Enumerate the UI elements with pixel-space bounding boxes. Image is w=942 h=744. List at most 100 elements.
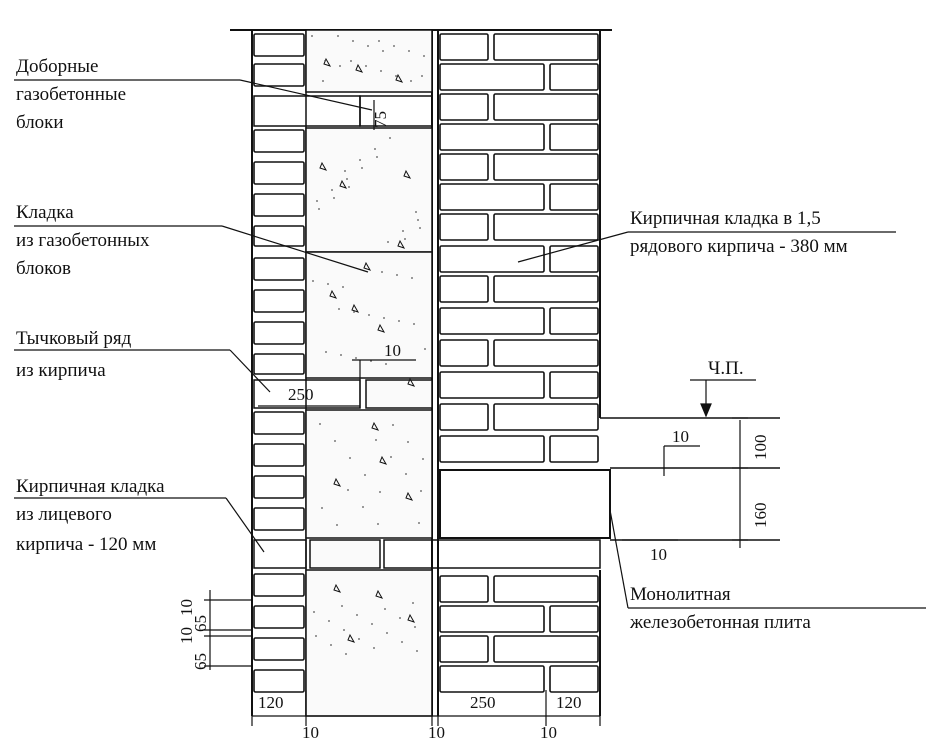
aggregate-dot [339,65,341,67]
inner-brick [549,371,599,399]
aggregate-dot [390,456,392,458]
aggregate-dot [325,351,327,353]
aggregate-dot [408,50,410,52]
inner-brick [493,635,599,663]
aggregate-dot [355,357,357,359]
aggregate-dot [423,55,425,57]
aggregate-dot [337,35,339,37]
monolithic-slab [439,469,611,539]
dim-10-left-1: 10 [177,599,196,616]
facing-brick [253,129,305,153]
aggregate-mark [397,239,406,249]
aggregate-dot [345,653,347,655]
aggregate-dot [367,45,369,47]
aggregate-mark [407,613,416,623]
facing-brick [253,33,305,57]
inner-brick [549,245,599,273]
label-aerated-1: Кладка [16,202,74,223]
dim-75: 75 [371,111,390,128]
dim-10-left-2: 10 [177,627,196,644]
dim-250-bottom: 250 [470,693,496,712]
aggregate-dot [312,280,314,282]
aerated-block [305,409,433,539]
inner-brick [493,33,599,61]
aggregate-dot [352,40,354,42]
aggregate-dot [343,629,345,631]
aggregate-dot [333,197,335,199]
inner-brick [549,665,599,693]
aggregate-dot [318,208,320,210]
inner-brick [439,123,545,151]
aggregate-dot [398,320,400,322]
inner-brick [549,605,599,633]
facing-brick [253,507,305,531]
aggregate-dot [379,491,381,493]
aggregate-dot [424,348,426,350]
aggregate-mark [355,63,364,73]
aggregate-dot [336,524,338,526]
label-facing-1: Кирпичная кладка [16,476,165,497]
dim-120-right: 120 [556,693,582,712]
aggregate-dot [411,277,413,279]
aggregate-dot [311,35,313,37]
facing-brick [253,193,305,217]
aggregate-mark [375,589,384,599]
aggregate-dot [419,227,421,229]
aggregate-dot [373,647,375,649]
aggregate-mark [329,289,338,299]
inner-brick [439,371,545,399]
label-header-row-1: Тычковый ряд [16,328,132,349]
aggregate-dot [346,178,348,180]
aggregate-dot [421,75,423,77]
inner-brick [493,275,599,303]
aggregate-mark [395,73,404,83]
header-brick [365,379,433,409]
facing-brick [253,573,305,597]
facing-brick [253,475,305,499]
aggregate-dot [393,45,395,47]
aggregate-mark [405,491,414,501]
inner-brick-wall [439,33,599,693]
inner-brick [493,213,599,241]
aggregate-dot [371,623,373,625]
aggregate-dot [347,489,349,491]
aggregate-dot [396,274,398,276]
inner-brick [439,575,489,603]
aggregate-dot [341,605,343,607]
aggregate-mark [363,261,372,271]
inner-brick [439,245,545,273]
dim-100: 100 [751,435,770,461]
dim-10-bottom-1: 10 [302,723,319,742]
aggregate-dot [405,473,407,475]
aggregate-dot [319,423,321,425]
leader-lines [14,79,926,609]
inner-brick [493,403,599,431]
dim-120-left: 120 [258,693,284,712]
dim-65-2: 65 [191,653,210,670]
aggregate-dot [374,148,376,150]
aerated-block [305,127,433,253]
label-slab-1: Монолитная [630,584,731,605]
extra-aerated-block [253,95,361,127]
aggregate-dot [385,363,387,365]
aggregate-dot [313,611,315,613]
aggregate-dot [383,317,385,319]
facing-brick-column [253,33,305,693]
inner-brick [439,275,489,303]
aggregate-dot [380,70,382,72]
inner-brick [439,635,489,663]
aggregate-dot [324,60,326,62]
aggregate-dot [413,323,415,325]
aggregate-mark [377,323,386,333]
aggregate-dot [387,241,389,243]
aggregate-dot [328,620,330,622]
aggregate-dot [356,614,358,616]
facing-brick [253,321,305,345]
inner-brick [439,153,489,181]
aggregate-dot [402,230,404,232]
inner-brick [549,307,599,335]
aggregate-dot [395,75,397,77]
label-extra-blocks-2: газобетонные [16,84,126,105]
aggregate-dot [384,608,386,610]
dim-250-top: 250 [288,385,314,404]
